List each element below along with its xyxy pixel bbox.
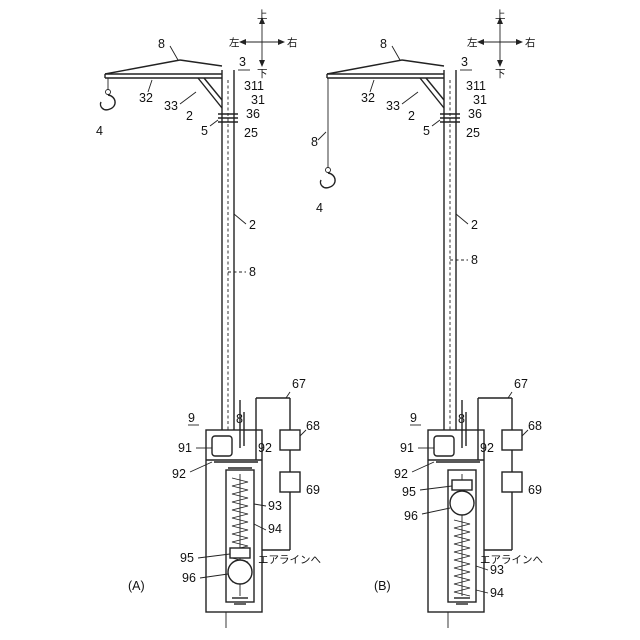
label-9: 9 <box>410 411 417 425</box>
direction-up-label: 上 <box>495 9 506 21</box>
label-92b: 92 <box>394 467 408 481</box>
panel-a: 上 下 左 右 8 <box>96 9 321 628</box>
label-3: 3 <box>239 55 246 69</box>
direction-left-label: 左 <box>467 36 478 49</box>
label-94: 94 <box>490 586 504 600</box>
label-33: 33 <box>386 99 400 113</box>
label-8-rope: 8 <box>311 135 318 149</box>
panel-b: 上 下 左 右 8 3 <box>311 9 543 628</box>
label-91: 91 <box>400 441 414 455</box>
label-67: 67 <box>514 377 528 391</box>
base-unit: 9 8 91 92 92 93 94 <box>172 400 282 628</box>
label-311: 311 <box>466 79 486 93</box>
label-95: 95 <box>180 551 194 565</box>
label-2-mid: 2 <box>471 218 478 232</box>
label-96: 96 <box>182 571 196 585</box>
label-68: 68 <box>528 419 542 433</box>
label-92b: 92 <box>172 467 186 481</box>
direction-compass: 上 下 左 右 <box>467 9 536 80</box>
label-5: 5 <box>423 124 430 138</box>
label-68: 68 <box>306 419 320 433</box>
label-8-mid: 8 <box>249 265 256 279</box>
label-2-mid: 2 <box>249 218 256 232</box>
label-69: 69 <box>528 483 542 497</box>
label-2-small: 2 <box>408 109 415 123</box>
label-32: 32 <box>361 91 375 105</box>
direction-left-label: 左 <box>229 36 240 49</box>
label-69: 69 <box>306 483 320 497</box>
label-93: 93 <box>268 499 282 513</box>
label-94: 94 <box>268 522 282 536</box>
mast <box>218 70 238 430</box>
label-92a: 92 <box>480 441 494 455</box>
label-36: 36 <box>246 107 260 121</box>
direction-up-label: 上 <box>257 9 268 21</box>
direction-right-label: 右 <box>525 36 536 49</box>
label-92a: 92 <box>258 441 272 455</box>
air-line-label: エアラインへ <box>480 554 543 566</box>
label-2-small: 2 <box>186 109 193 123</box>
label-31: 31 <box>473 93 487 107</box>
base-unit: 9 8 91 92 92 95 96 93 <box>394 400 504 628</box>
label-91: 91 <box>178 441 192 455</box>
label-5: 5 <box>201 124 208 138</box>
label-4: 4 <box>96 124 103 138</box>
direction-down-label: 下 <box>495 68 506 80</box>
air-line-label: エアラインへ <box>258 554 321 566</box>
label-32: 32 <box>139 91 153 105</box>
label-8-top: 8 <box>380 37 387 51</box>
label-33: 33 <box>164 99 178 113</box>
label-8-mid: 8 <box>471 253 478 267</box>
label-4: 4 <box>316 201 323 215</box>
label-25: 25 <box>466 126 480 140</box>
label-31: 31 <box>251 93 265 107</box>
label-36: 36 <box>468 107 482 121</box>
mast <box>440 70 460 430</box>
label-3: 3 <box>461 55 468 69</box>
label-311: 311 <box>244 79 264 93</box>
label-25: 25 <box>244 126 258 140</box>
direction-right-label: 右 <box>287 36 298 49</box>
boom <box>100 60 222 110</box>
label-8-top: 8 <box>158 37 165 51</box>
direction-compass: 上 下 左 右 <box>229 9 298 80</box>
air-line: 67 68 69 エアラインへ <box>478 377 543 566</box>
label-95: 95 <box>402 485 416 499</box>
air-line: 67 68 69 エアラインへ <box>256 377 321 566</box>
caption-a: (A) <box>128 579 145 593</box>
label-67: 67 <box>292 377 306 391</box>
label-9: 9 <box>188 411 195 425</box>
caption-b: (B) <box>374 579 391 593</box>
label-96: 96 <box>404 509 418 523</box>
